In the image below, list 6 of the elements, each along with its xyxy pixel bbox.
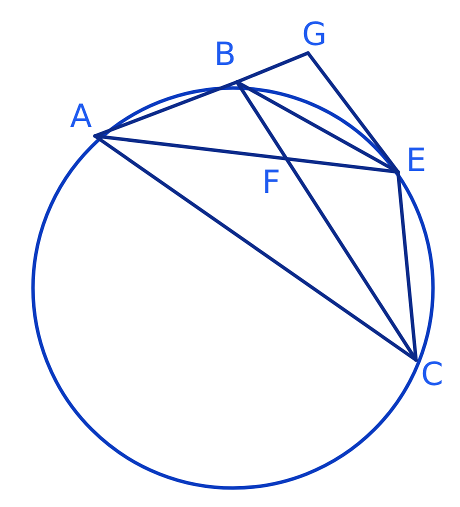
- point-label: B: [214, 38, 236, 70]
- point-label: A: [70, 100, 92, 132]
- point-label: C: [421, 358, 444, 390]
- point-label: E: [406, 144, 426, 176]
- point-label: G: [302, 18, 327, 50]
- point-label: F: [262, 166, 280, 198]
